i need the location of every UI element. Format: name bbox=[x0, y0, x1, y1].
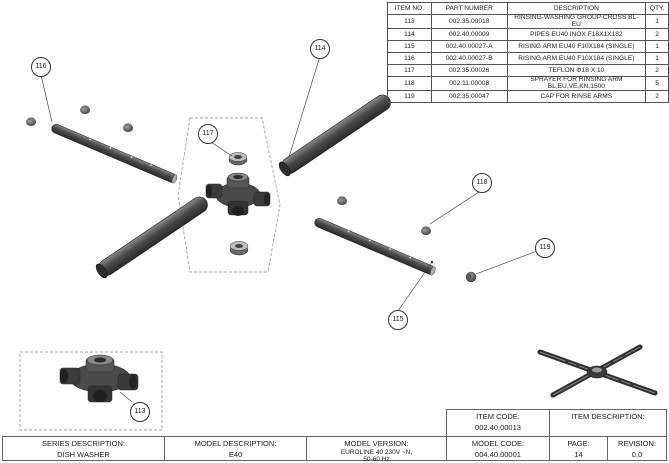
detail-frame-assembly bbox=[19, 351, 163, 431]
bom-description: RINSING-WASHING GROUP CROSS BL-EU bbox=[506, 14, 647, 29]
sprayer-nozzle bbox=[421, 226, 431, 235]
balloon-119: 119 bbox=[535, 238, 555, 258]
bom-part-number: 002.35.00026 bbox=[430, 64, 508, 77]
bom-item-no: 118 bbox=[387, 76, 432, 91]
bom-item-no: 119 bbox=[387, 90, 432, 103]
bom-header-description: DESCRIPTION bbox=[506, 2, 647, 15]
cross-hub-113 bbox=[205, 172, 271, 216]
leader-lines bbox=[40, 55, 546, 403]
version-value-line2: 50-60 Hz bbox=[363, 456, 390, 463]
detail-frame-hub bbox=[177, 117, 281, 273]
bom-qty: 2 bbox=[645, 90, 669, 103]
bom-header-row: ITEM NO. PART NUMBER DESCRIPTION QTY. bbox=[387, 2, 669, 15]
bom-description: TEFLON Φ18 X 10 bbox=[506, 64, 647, 77]
title-block-item-code: ITEM CODE: 002.40.00013 bbox=[446, 409, 550, 437]
bom-header-item-no: ITEM NO. bbox=[387, 2, 432, 15]
bom-header-qty: QTY. bbox=[645, 2, 669, 15]
bom-qty: 2 bbox=[645, 28, 669, 41]
item-code-value: 002.40.00013 bbox=[475, 423, 521, 432]
sprayer-nozzle bbox=[337, 196, 347, 205]
bom-row: 118 002.11.00008 SPRAYER FOR RINSING ARM… bbox=[387, 76, 669, 91]
balloon-114: 114 bbox=[310, 39, 330, 59]
bom-qty: 1 bbox=[645, 40, 669, 53]
cap-119 bbox=[465, 271, 477, 283]
model-value: E40 bbox=[228, 450, 243, 459]
version-label: MODEL VERSION: bbox=[344, 439, 409, 448]
model-code-value: 004.40.00001 bbox=[475, 450, 521, 459]
bom-qty: 1 bbox=[645, 14, 669, 29]
model-code-label: MODEL CODE: bbox=[471, 439, 525, 448]
sprayer-nozzle bbox=[80, 105, 90, 114]
bom-description: RISING ARM EU40 F10X184 (SINGLE) bbox=[506, 40, 647, 53]
series-value: DISH WASHER bbox=[57, 450, 110, 459]
balloon-116: 116 bbox=[31, 57, 51, 77]
bom-description: RISING ARM EU40 F10X184 (SINGLE) bbox=[506, 52, 647, 65]
bom-part-number: 002.11.00008 bbox=[430, 76, 508, 91]
bom-description: CAP FOR RINSE ARMS bbox=[506, 90, 647, 103]
bom-item-no: 116 bbox=[387, 52, 432, 65]
bom-description: PIPES EU40 INOX F18X1X182 bbox=[506, 28, 647, 41]
bom-item-no: 113 bbox=[387, 14, 432, 29]
balloon-118: 118 bbox=[472, 173, 492, 193]
sprayer-nozzle bbox=[123, 123, 133, 132]
page-value: 14 bbox=[574, 450, 583, 459]
title-block-revision: REVISION: 0.0 bbox=[607, 436, 667, 461]
balloon-117: 117 bbox=[198, 124, 218, 144]
bom-row: 117 002.35.00026 TEFLON Φ18 X 10 2 bbox=[387, 64, 669, 77]
bom-item-no: 114 bbox=[387, 28, 432, 41]
title-block-page: PAGE: 14 bbox=[549, 436, 608, 461]
rising-arm-116 bbox=[51, 124, 178, 184]
bom-row: 113 002.35.00018 RINSING-WASHING GROUP C… bbox=[387, 14, 669, 29]
series-label: SERIES DESCRIPTION: bbox=[42, 439, 125, 448]
version-value-line1: EUROLINE 40 230V ~N, bbox=[340, 449, 413, 456]
bill-of-materials-table: ITEM NO. PART NUMBER DESCRIPTION QTY. 11… bbox=[387, 2, 669, 103]
title-block-series: SERIES DESCRIPTION: DISH WASHER bbox=[2, 436, 165, 461]
balloon-113: 113 bbox=[130, 402, 150, 422]
item-description-label: ITEM DESCRIPTION: bbox=[571, 412, 645, 421]
bom-item-no: 117 bbox=[387, 64, 432, 77]
bom-part-number: 002.40.00027-B bbox=[430, 52, 508, 65]
bom-description: SPRAYER FOR RINSING ARM BL,EU,VE,KN,1500 bbox=[506, 76, 647, 91]
title-block-model-code: MODEL CODE: 004.40.00001 bbox=[446, 436, 550, 461]
pipe-114-lower bbox=[95, 196, 208, 279]
title-block-item-description: ITEM DESCRIPTION: bbox=[549, 409, 667, 437]
bom-qty: 1 bbox=[645, 52, 669, 65]
teflon-ring-117 bbox=[229, 241, 249, 256]
bom-part-number: 002.35.00047 bbox=[430, 90, 508, 103]
bom-qty: 5 bbox=[645, 76, 669, 91]
bom-row: 114 002.40.00009 PIPES EU40 INOX F18X1X1… bbox=[387, 28, 669, 41]
title-block-version: MODEL VERSION: EUROLINE 40 230V ~N, 50-6… bbox=[306, 436, 447, 463]
bom-part-number: 002.40.00027-A bbox=[430, 40, 508, 53]
bom-row: 115 002.40.00027-A RISING ARM EU40 F10X1… bbox=[387, 40, 669, 53]
bom-item-no: 115 bbox=[387, 40, 432, 53]
model-label: MODEL DESCRIPTION: bbox=[194, 439, 277, 448]
bom-row: 119 002.35.00047 CAP FOR RINSE ARMS 2 bbox=[387, 90, 669, 103]
bom-part-number: 002.35.00018 bbox=[430, 14, 508, 29]
rising-arm-115 bbox=[314, 218, 436, 276]
pipe-114-upper bbox=[278, 94, 391, 177]
bom-part-number: 002.40.00009 bbox=[430, 28, 508, 41]
cross-hub-assembly-detail bbox=[59, 354, 139, 403]
revision-value: 0.0 bbox=[631, 450, 643, 459]
assembled-cross-preview bbox=[537, 344, 658, 398]
balloon-115: 115 bbox=[388, 310, 408, 330]
sprayer-nozzle bbox=[26, 117, 36, 126]
revision-label: REVISION: bbox=[618, 439, 656, 448]
bom-qty: 2 bbox=[645, 64, 669, 77]
teflon-ring-117 bbox=[228, 152, 248, 166]
bom-row: 116 002.40.00027-B RISING ARM EU40 F10X1… bbox=[387, 52, 669, 65]
bom-header-part-number: PART NUMBER bbox=[430, 2, 508, 15]
page-label: PAGE: bbox=[567, 439, 590, 448]
item-code-label: ITEM CODE: bbox=[476, 412, 520, 421]
title-block-model: MODEL DESCRIPTION: E40 bbox=[164, 436, 307, 461]
